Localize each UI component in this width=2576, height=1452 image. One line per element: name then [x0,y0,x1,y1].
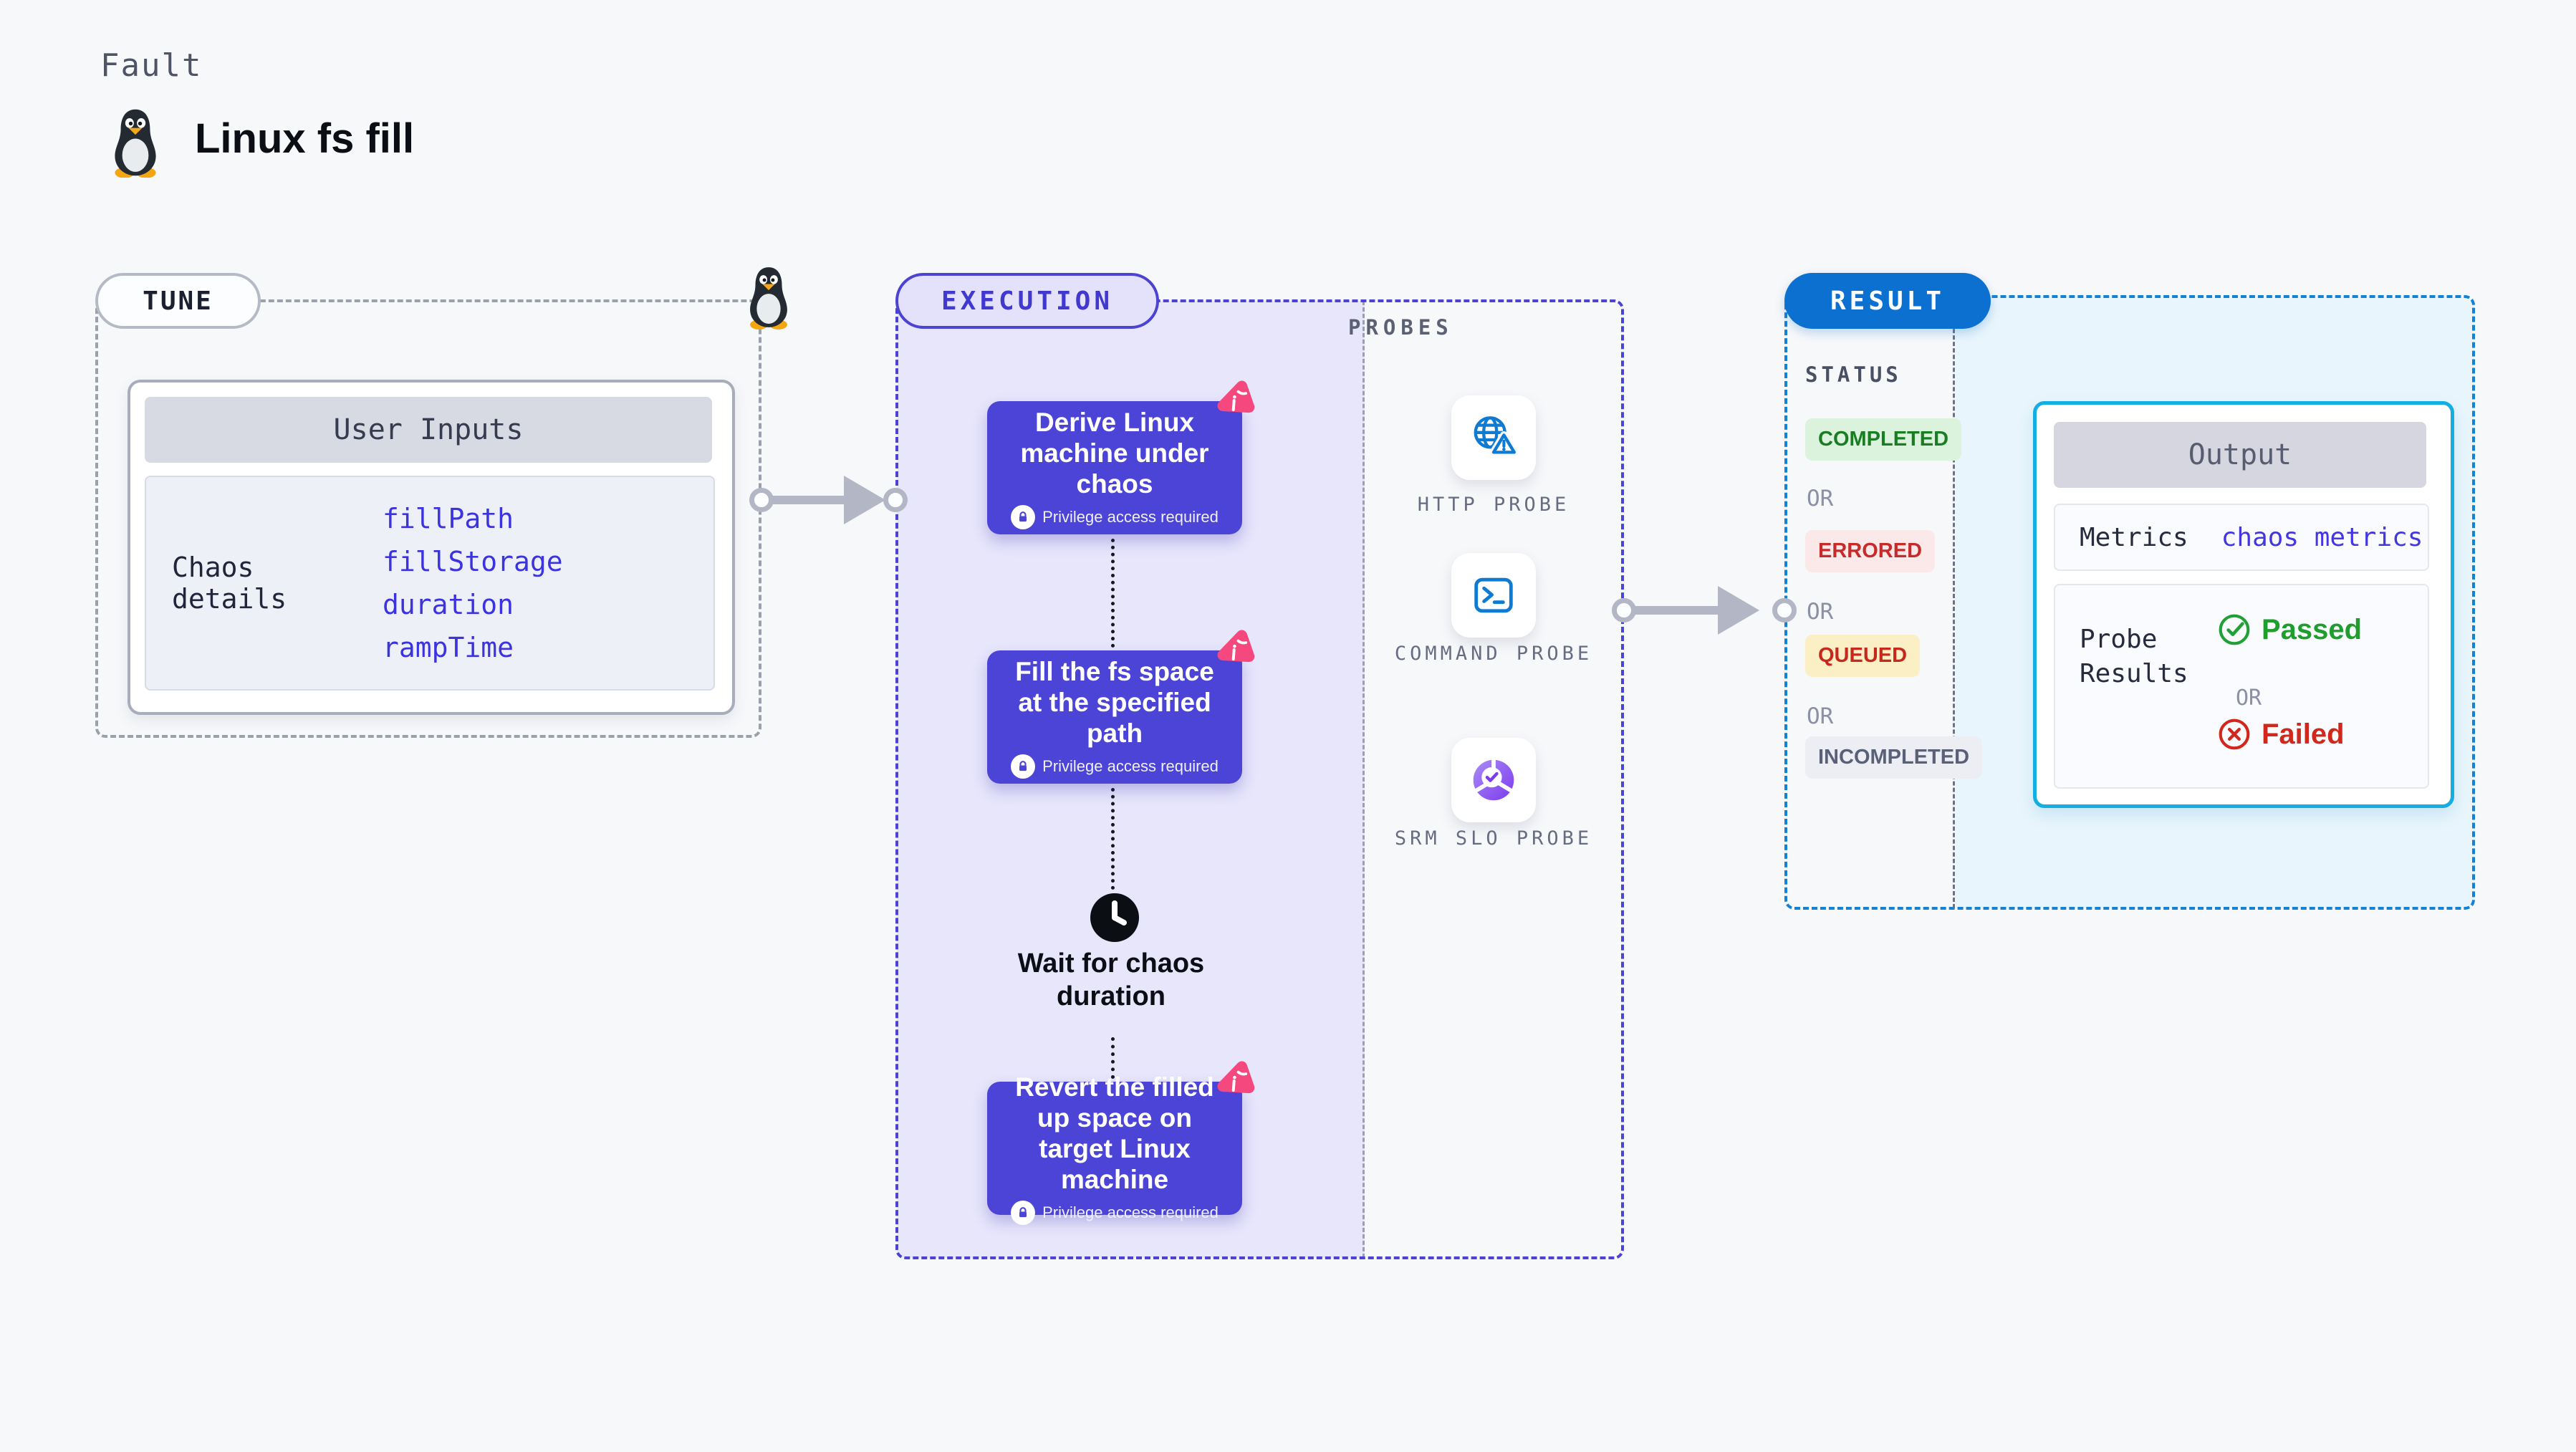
linux-penguin-small-icon [750,267,787,330]
privilege-note: Privilege access required [1011,504,1219,529]
linux-penguin-icon [115,109,156,178]
probes-section-label: PROBES [1348,315,1453,340]
or-label: OR [2236,686,2262,711]
srm-slo-probe-card [1451,738,1536,822]
input-duration: duration [383,589,514,620]
chaos-fault-icon [1217,630,1255,663]
passed-label: Passed [2262,613,2363,645]
step-title: Revert the filled up space on target Lin… [1015,1072,1214,1194]
chaos-details-label: Chaos details [172,552,287,615]
lock-icon [1011,1201,1036,1225]
chaos-metrics-link[interactable]: chaos metrics [2221,522,2423,552]
user-inputs-card: User Inputs Chaos details fillPath fillS… [128,380,735,715]
output-title: Output [2054,422,2426,488]
result-status-divider [1953,297,1955,908]
chaos-input-list: fillPath fillStorage duration rampTime [383,477,713,689]
flow-connector-dotted [1111,539,1115,648]
http-probe-label: HTTP PROBE [1417,494,1570,516]
status-badge-errored: ERRORED [1805,530,1936,572]
failed-result: Failed [2217,717,2345,751]
input-ramptime: rampTime [383,632,514,663]
globe-alert-icon [1474,416,1519,456]
passed-result: Passed [2217,612,2362,647]
flow-connector-dotted [1111,1037,1115,1079]
privilege-note: Privilege access required [1011,1201,1219,1225]
probe-results-label: Probe Results [2080,625,2188,688]
step-card-revert-space: Revert the filled up space on target Lin… [987,1061,1255,1225]
metrics-row: Metrics chaos metrics [2054,504,2429,571]
metrics-label: Metrics [2080,522,2188,552]
lock-icon [1011,504,1036,529]
or-label: OR [1807,703,1834,729]
command-probe-label: COMMAND PROBE [1394,643,1593,665]
http-probe-card [1451,395,1536,480]
connector-end-ring [883,488,908,512]
user-inputs-title: User Inputs [145,397,712,463]
x-circle-icon [2219,718,2250,750]
result-section-label: RESULT [1784,273,1991,329]
step-card-derive-machine: Derive Linux machine under chaos Privile… [987,380,1255,534]
input-fillpath: fillPath [383,503,514,534]
check-circle-icon [2219,614,2250,645]
failed-label: Failed [2262,718,2345,750]
wait-step-label: Wait for chaos duration [1017,948,1205,1011]
privilege-note-text: Privilege access required [1042,507,1219,526]
clock-icon [1090,893,1139,942]
privilege-note: Privilege access required [1011,754,1219,779]
chaos-fault-icon [1217,1061,1255,1094]
connector-end-ring [1772,598,1797,622]
step-card-fill-fs: Fill the fs space at the specified path … [987,630,1255,784]
fault-eyebrow: Fault [100,47,203,84]
probe-results-row: Probe Results Passed OR Failed [2054,584,2429,789]
output-card: Output Metrics chaos metrics Probe Resul… [2033,401,2454,808]
privilege-note-text: Privilege access required [1042,756,1219,775]
tune-section-box [95,299,761,738]
status-badge-incompleted: INCOMPLETED [1805,736,1983,779]
arrow-right-icon [844,476,885,524]
lock-icon [1011,754,1036,779]
execution-section-label: EXECUTION [895,273,1159,329]
step-title: Fill the fs space at the specified path [1015,656,1214,748]
chaos-details-row: Chaos details fillPath fillStorage durat… [145,476,715,691]
or-label: OR [1807,486,1834,511]
status-badge-completed: COMPLETED [1805,418,1962,461]
tune-section-label: TUNE [95,273,261,329]
arrow-right-icon [1718,586,1759,635]
input-fillstorage: fillStorage [383,546,563,577]
connector-line [772,496,845,504]
status-heading: STATUS [1805,362,1902,387]
slo-donut-icon [1473,759,1514,801]
page-title: Linux fs fill [195,115,415,162]
connector-line [1635,606,1721,615]
srm-slo-probe-label: SRM SLO PROBE [1394,827,1593,850]
flow-connector-dotted [1111,788,1115,890]
execution-section-box [895,299,1624,1259]
connector-start-ring [749,488,774,512]
terminal-icon [1474,577,1513,613]
chaos-fault-icon [1217,380,1255,413]
or-label: OR [1807,599,1834,625]
status-badge-queued: QUEUED [1805,635,1921,677]
connector-start-ring [1612,598,1636,622]
command-probe-card [1451,553,1536,638]
privilege-note-text: Privilege access required [1042,1203,1219,1221]
step-title: Derive Linux machine under chaos [1020,407,1209,499]
